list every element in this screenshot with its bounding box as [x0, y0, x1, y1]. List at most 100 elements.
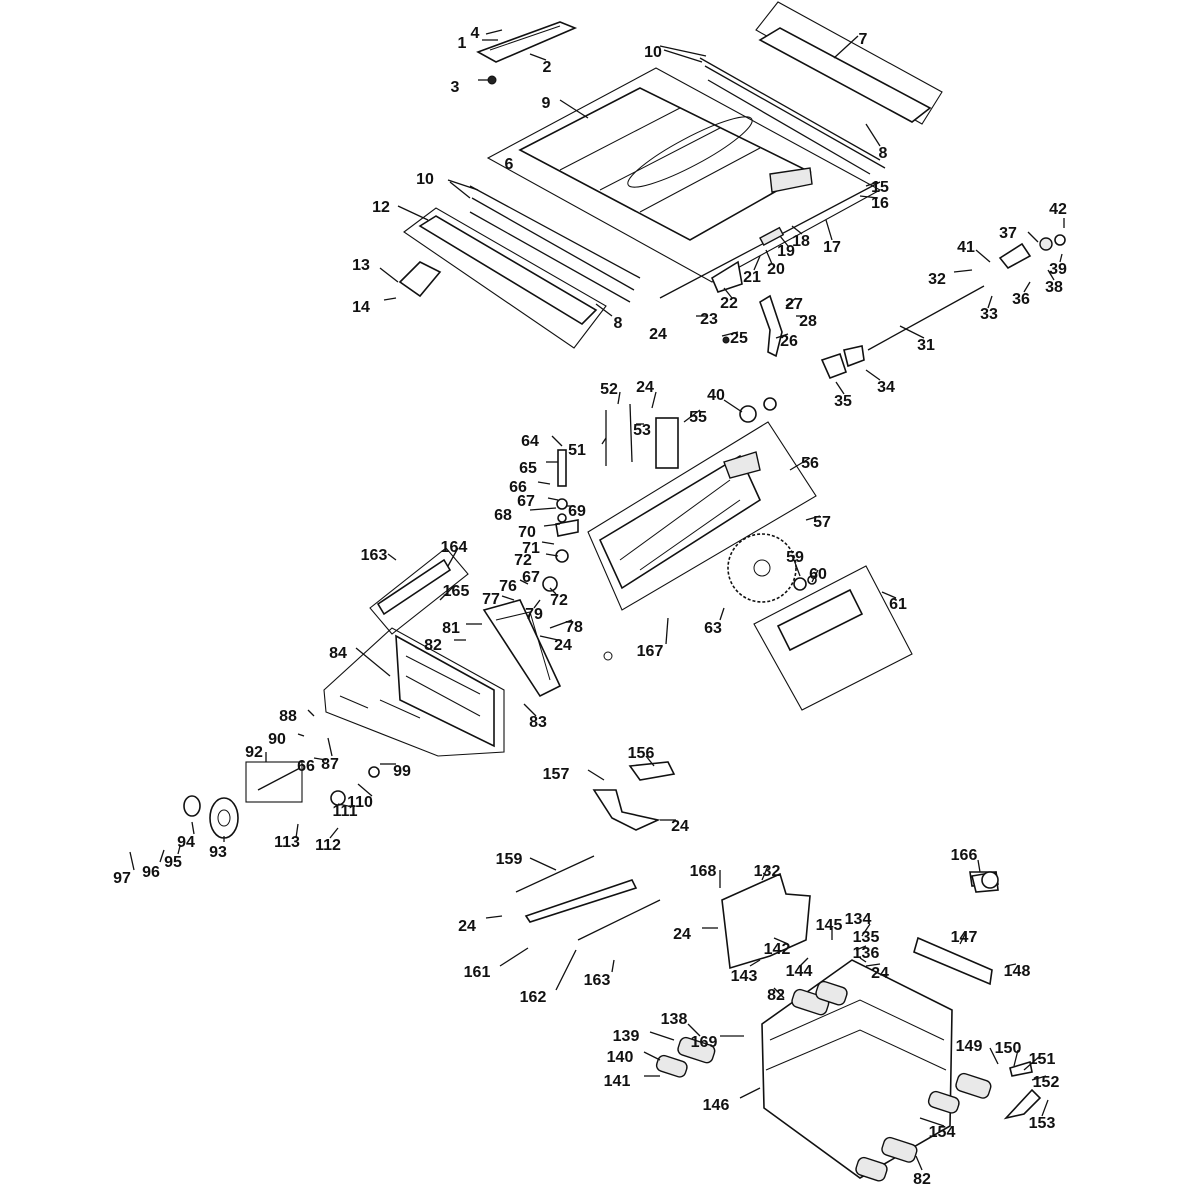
part-number-84: 84 [329, 645, 347, 662]
part-number-135: 135 [853, 929, 880, 946]
leader-line [129, 851, 135, 871]
leader-line [555, 949, 577, 991]
part-number-96: 96 [142, 864, 160, 881]
leader-line [539, 635, 559, 641]
part-number-14: 14 [352, 299, 370, 316]
part-number-10: 10 [644, 44, 662, 61]
part-number-153: 153 [1029, 1115, 1056, 1132]
part-number-66: 66 [297, 758, 315, 775]
leader-line [775, 333, 789, 339]
part-number-71: 71 [522, 540, 540, 557]
part-number-24: 24 [458, 918, 476, 935]
part-number-24: 24 [671, 818, 689, 835]
part-number-94: 94 [177, 834, 195, 851]
leader-line [865, 369, 881, 381]
leader-line [1005, 963, 1017, 967]
part-number-132: 132 [754, 863, 781, 880]
part-number-136: 136 [853, 945, 880, 962]
part-number-36: 36 [1012, 291, 1030, 308]
leader-line [545, 553, 559, 557]
part-number-20: 20 [767, 261, 785, 278]
part-number-2: 2 [543, 59, 552, 76]
part-number-157: 157 [543, 766, 570, 783]
part-number-24: 24 [649, 326, 667, 343]
part-number-143: 143 [731, 968, 758, 985]
part-number-8: 8 [879, 145, 888, 162]
leader-line [541, 541, 555, 545]
leader-line [297, 733, 305, 737]
leader-line [915, 1155, 923, 1171]
part-number-145: 145 [816, 917, 843, 934]
part-number-156: 156 [628, 745, 655, 762]
leader-line [523, 703, 537, 717]
leader-line [177, 845, 181, 855]
leader-line [811, 569, 819, 583]
part-number-16: 16 [871, 195, 889, 212]
leader-line [987, 295, 993, 309]
part-number-149: 149 [956, 1038, 983, 1055]
part-number-113: 113 [274, 834, 300, 851]
leader-line [761, 865, 769, 881]
part-number-72: 72 [514, 552, 532, 569]
leader-line [485, 915, 503, 919]
part-number-21: 21 [743, 269, 761, 286]
leader-line [799, 957, 809, 967]
leader-line [337, 803, 349, 807]
part-number-152: 152 [1033, 1074, 1060, 1091]
part-number-70: 70 [518, 524, 536, 541]
part-number-22: 22 [720, 295, 738, 312]
right-front-rail-part [699, 1, 943, 175]
trunnion-bracket-part [587, 421, 817, 611]
part-number-69: 69 [568, 503, 586, 520]
leader-line [439, 585, 455, 601]
part-number-142: 142 [764, 941, 791, 958]
leader-line [865, 963, 881, 967]
leader-line [953, 269, 973, 273]
part-number-32: 32 [928, 271, 946, 288]
leader-line [793, 559, 801, 577]
leader-line [833, 35, 859, 59]
part-number-9: 9 [542, 95, 551, 112]
dust-port-part [971, 871, 999, 893]
part-number-41: 41 [957, 239, 975, 256]
part-number-56: 56 [801, 455, 819, 472]
part-number-92: 92 [245, 744, 263, 761]
part-number-60: 60 [809, 566, 827, 583]
part-number-87: 87 [321, 756, 339, 773]
leader-line [595, 303, 613, 317]
part-number-38: 38 [1045, 279, 1063, 296]
part-number-159: 159 [496, 851, 523, 868]
leader-line [805, 515, 821, 521]
part-number-95: 95 [164, 854, 182, 871]
leader-line [295, 823, 299, 839]
part-number-51: 51 [568, 442, 586, 459]
part-number-24: 24 [871, 965, 889, 982]
leader-line [1013, 1049, 1019, 1067]
part-number-82: 82 [767, 987, 785, 1004]
part-number-24: 24 [636, 379, 654, 396]
part-number-67: 67 [517, 493, 535, 510]
part-number-144: 144 [786, 963, 813, 980]
leader-line [665, 617, 669, 645]
leader-line [739, 1087, 761, 1099]
part-number-72: 72 [550, 592, 568, 609]
leader-line [773, 987, 785, 999]
leader-line [859, 195, 879, 199]
leader-line [975, 249, 991, 263]
part-number-77: 77 [482, 591, 500, 608]
motor-mount-part [592, 761, 676, 831]
part-number-139: 139 [613, 1028, 640, 1045]
leader-line [721, 331, 739, 337]
part-number-66: 66 [509, 479, 527, 496]
part-number-162: 162 [520, 989, 547, 1006]
part-number-99: 99 [393, 763, 411, 780]
leader-line [549, 587, 557, 595]
stand-frame-part [721, 871, 999, 1179]
part-number-57: 57 [813, 514, 831, 531]
leader-line [547, 497, 559, 501]
part-number-134: 134 [845, 911, 872, 928]
part-number-83: 83 [529, 714, 547, 731]
leader-line [859, 957, 867, 963]
leader-line [1031, 1075, 1047, 1081]
